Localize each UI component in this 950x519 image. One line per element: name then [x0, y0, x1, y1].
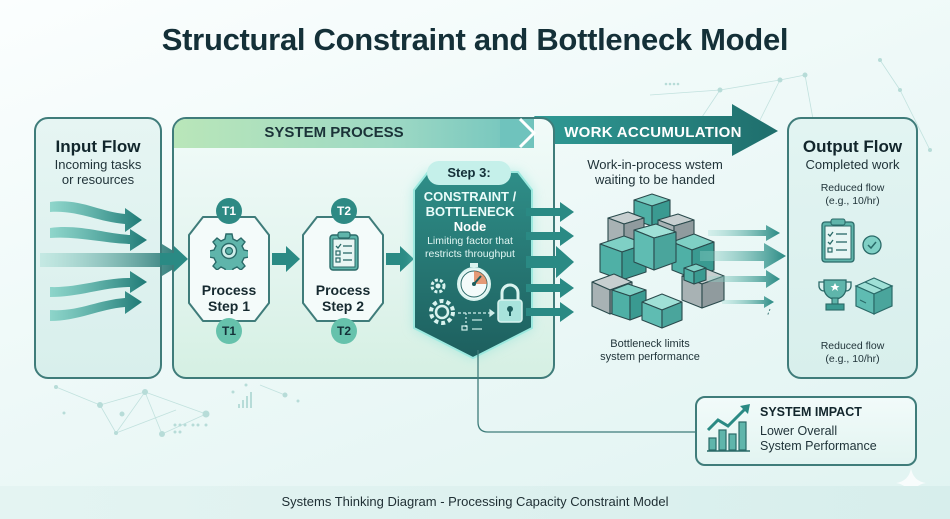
step-1-badge-bottom: T1: [216, 318, 242, 344]
wip-description-2: waiting to be handed: [595, 172, 715, 187]
work-accumulation-label: WORK ACCUMULATION: [564, 124, 742, 141]
output-icons: [818, 218, 894, 315]
system-impact-title: SYSTEM IMPACT: [760, 405, 862, 419]
sparkle-icon: [896, 468, 926, 498]
package-box-icon: [854, 277, 894, 315]
step-2-badge-bottom: T2: [331, 318, 357, 344]
impact-connector-line: [477, 350, 696, 433]
clipboard-checklist-icon: [821, 218, 855, 263]
system-impact-desc-1: Lower Overall: [760, 424, 838, 438]
clipboard-checklist-icon: [329, 231, 359, 271]
constraint-desc-2: restricts throughput: [425, 248, 515, 260]
output-flow-subtitle: Completed work: [805, 157, 900, 172]
input-flow-subtitle-1: Incoming tasks: [54, 157, 142, 172]
padlock-icon: [497, 283, 523, 323]
footer-caption: Systems Thinking Diagram - Processing Ca…: [281, 494, 669, 509]
input-flow-panel: [34, 117, 162, 379]
wavy-arrows-icon: [40, 201, 188, 321]
output-flow-title: Output Flow: [802, 137, 903, 156]
input-flow-title: Input Flow: [55, 137, 141, 156]
step-1-label-1: Process: [201, 282, 257, 298]
step-1-label-2: Step 1: [207, 298, 250, 314]
wip-description-1: Work-in-process wstem: [587, 157, 723, 172]
flow-lines-icon: [458, 308, 495, 331]
output-flow-panel: [787, 117, 918, 379]
arrow-step-1-to-2: [272, 246, 300, 272]
input-flow-subtitle-2: or resources: [61, 172, 135, 187]
constraint-icons: [429, 263, 523, 331]
bottleneck-note-1: Bottleneck limits: [610, 338, 690, 350]
stopwatch-icon: [457, 263, 491, 301]
output-note-top-1: Reduced flow: [820, 182, 885, 194]
output-note-top-2: (e.g., 10/hr): [825, 195, 880, 207]
constraint-title-3: Node: [453, 219, 487, 234]
gears-icon: [429, 278, 455, 325]
header-chevron: [500, 117, 537, 149]
system-impact-panel: [695, 396, 917, 466]
step-1-badge-top: T1: [216, 198, 242, 224]
rising-bar-chart-icon: [706, 404, 750, 452]
constraint-title-1: CONSTRAINT /: [423, 189, 517, 204]
footer-bar: [0, 486, 950, 519]
arrow-step-2-to-3: [386, 246, 414, 272]
arrow-into-step-1: [160, 246, 188, 272]
constraint-output-arrows: [526, 202, 574, 322]
work-accumulation-arrow: [534, 104, 778, 156]
system-process-label: SYSTEM PROCESS: [264, 124, 404, 141]
output-note-bottom-1: Reduced flow: [820, 340, 885, 352]
constraint-desc-1: Limiting factor that: [427, 235, 513, 247]
stacked-boxes-icon: [591, 193, 725, 329]
reduced-output-arrows: [700, 225, 786, 315]
check-circle-icon: [862, 235, 882, 255]
diagram-title: Structural Constraint and Bottleneck Mod…: [161, 22, 789, 57]
output-note-bottom-2: (e.g., 10/hr): [825, 353, 880, 365]
step-2-label-2: Step 2: [321, 298, 364, 314]
system-process-header-bar: [174, 119, 534, 148]
bottleneck-note-2: system performance: [600, 351, 700, 363]
system-impact-desc-2: System Performance: [760, 439, 877, 453]
trophy-icon: [818, 279, 852, 311]
gear-icon: [210, 233, 248, 270]
step-2-badge-top: T2: [331, 198, 357, 224]
step-3-badge: Step 3:: [427, 161, 511, 185]
step-2-label-1: Process: [315, 282, 371, 298]
constraint-title-2: BOTTLENECK: [425, 204, 515, 219]
